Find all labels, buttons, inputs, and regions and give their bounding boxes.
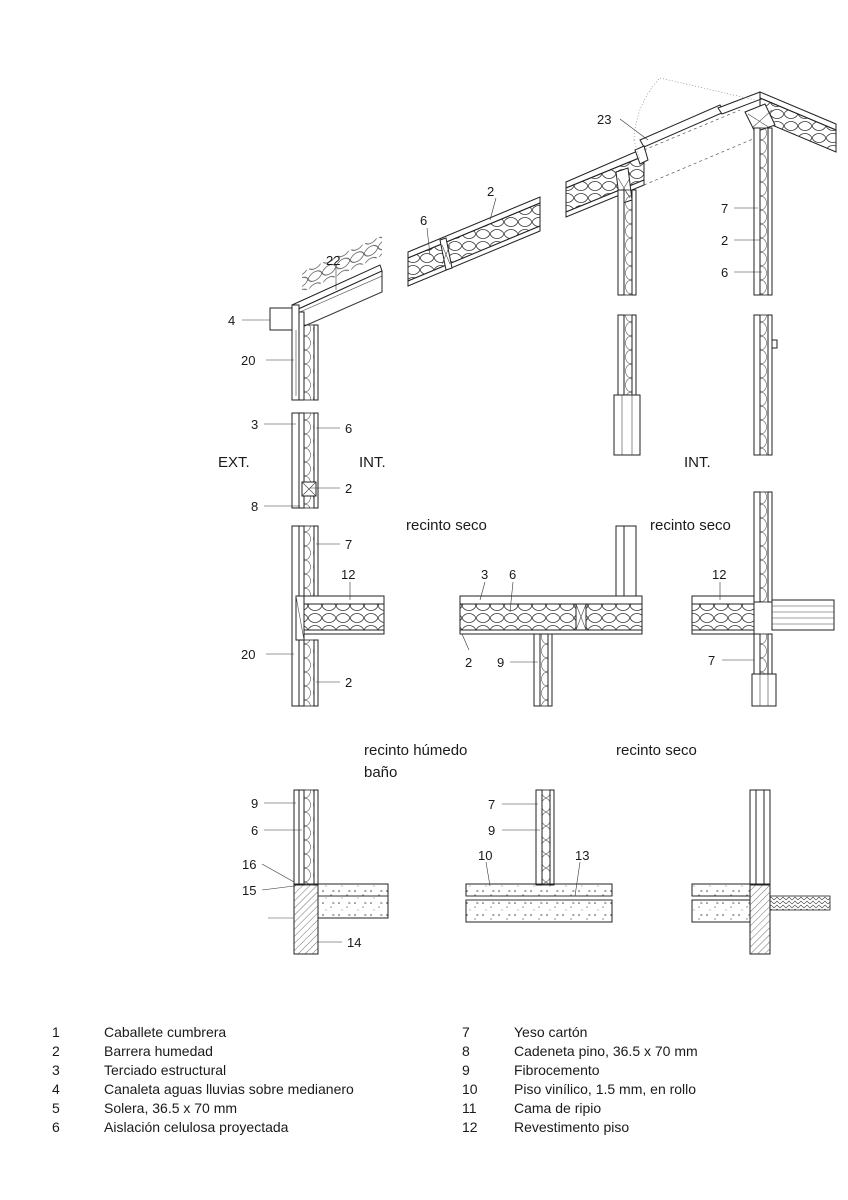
legend-right: 7 Yeso cartón 8 Cadeneta pino, 36.5 x 70 m… xyxy=(462,1023,822,1137)
callout-2: 2 xyxy=(487,184,494,199)
legend-number: 10 xyxy=(462,1081,478,1097)
legend-number: 8 xyxy=(462,1043,470,1059)
callout-20: 20 xyxy=(241,353,255,368)
legend-item: 2 Barrera humedad xyxy=(52,1042,432,1061)
callout-2: 2 xyxy=(345,675,352,690)
legend-number: 11 xyxy=(462,1100,477,1116)
legend-left: 1 Caballete cumbrera 2 Barrera humedad 3 Te… xyxy=(52,1023,432,1137)
interior-wall-lower xyxy=(613,314,778,456)
callout-12: 12 xyxy=(341,567,355,582)
callout-20: 20 xyxy=(241,647,255,662)
legend-text: Canaleta aguas lluvias sobre medianero xyxy=(104,1081,354,1097)
callout-9: 9 xyxy=(251,796,258,811)
callout-9: 9 xyxy=(497,655,504,670)
callout-8: 8 xyxy=(251,499,258,514)
construction-detail-drawing: 23 2 6 22 4 20 7 2 6 3 6 8 2 7 12 20 2 3… xyxy=(218,77,837,955)
callout-4: 4 xyxy=(228,313,235,328)
legend-number: 5 xyxy=(52,1100,60,1116)
legend-item: 6 Aislación celulosa proyectada xyxy=(52,1118,432,1137)
callout-2: 2 xyxy=(345,481,352,496)
floor-junction-right xyxy=(691,491,835,707)
legend-text: Fibrocemento xyxy=(514,1062,600,1078)
legend-text: Caballete cumbrera xyxy=(104,1024,227,1040)
zone-recinto-seco-2: recinto seco xyxy=(650,517,731,534)
callout-2: 2 xyxy=(465,655,472,670)
callout-7: 7 xyxy=(488,797,495,812)
legend-item: 9 Fibrocemento xyxy=(462,1061,822,1080)
callout-14: 14 xyxy=(347,935,361,950)
callout-23: 23 xyxy=(597,112,611,127)
zone-interior-left: INT. xyxy=(359,454,386,471)
interior-floor-junction-dry xyxy=(459,525,643,707)
roof-ridge-detail xyxy=(565,77,837,296)
legend-number: 9 xyxy=(462,1062,470,1078)
callout-3: 3 xyxy=(251,417,258,432)
callout-22: 22 xyxy=(326,253,340,268)
legend-item: 10 Piso vinílico, 1.5 mm, en rollo xyxy=(462,1080,822,1099)
legend-number: 4 xyxy=(52,1081,60,1097)
foundation-wet-room xyxy=(268,789,389,955)
legend-number: 7 xyxy=(462,1024,470,1040)
legend-item: 11 Cama de ripio xyxy=(462,1099,822,1118)
legend-number: 3 xyxy=(52,1062,60,1078)
zone-interior-right: INT. xyxy=(684,454,711,471)
legend-item: 12 Revestimento piso xyxy=(462,1118,822,1137)
foundation-right xyxy=(691,789,831,955)
legend-item: 4 Canaleta aguas lluvias sobre medianero xyxy=(52,1080,432,1099)
legend-text: Piso vinílico, 1.5 mm, en rollo xyxy=(514,1081,697,1097)
zone-recinto-humedo: recinto húmedo xyxy=(364,742,467,759)
legend-item: 8 Cadeneta pino, 36.5 x 70 mm xyxy=(462,1042,822,1061)
legend-number: 6 xyxy=(52,1119,60,1135)
legend-item: 3 Terciado estructural xyxy=(52,1061,432,1080)
zone-exterior: EXT. xyxy=(218,454,250,471)
legend-number: 1 xyxy=(52,1024,60,1040)
callout-10: 10 xyxy=(478,848,492,863)
legend-text: Yeso cartón xyxy=(514,1024,588,1040)
callout-6: 6 xyxy=(420,213,427,228)
legend-text: Cama de ripio xyxy=(514,1100,602,1116)
callout-13: 13 xyxy=(575,848,589,863)
legend-text: Terciado estructural xyxy=(104,1062,227,1078)
callout-7: 7 xyxy=(708,653,715,668)
legend-text: Aislación celulosa proyectada xyxy=(104,1119,289,1135)
legend-text: Barrera humedad xyxy=(104,1043,213,1059)
legend-item: 7 Yeso cartón xyxy=(462,1023,822,1042)
callout-6: 6 xyxy=(251,823,258,838)
leader-lines xyxy=(242,118,762,943)
callout-15: 15 xyxy=(242,883,256,898)
callout-numbers: 23 2 6 22 4 20 7 2 6 3 6 8 2 7 12 20 2 3… xyxy=(228,112,728,950)
legend-text: Solera, 36.5 x 70 mm xyxy=(104,1100,238,1116)
callout-7: 7 xyxy=(721,201,728,216)
zone-recinto-seco-1: recinto seco xyxy=(406,517,487,534)
callout-3: 3 xyxy=(481,567,488,582)
exterior-wall-section xyxy=(291,412,319,509)
zone-recinto-seco-3: recinto seco xyxy=(616,742,697,759)
callout-6: 6 xyxy=(345,421,352,436)
legend-text: Cadeneta pino, 36.5 x 70 mm xyxy=(514,1043,698,1059)
roof-eave-detail xyxy=(269,235,383,401)
callout-2: 2 xyxy=(721,233,728,248)
legend-number: 12 xyxy=(462,1119,478,1135)
legend-item: 5 Solera, 36.5 x 70 mm xyxy=(52,1099,432,1118)
legend-item: 1 Caballete cumbrera xyxy=(52,1023,432,1042)
roof-slope-detail xyxy=(407,196,541,287)
callout-6: 6 xyxy=(721,265,728,280)
legend-text: Revestimento piso xyxy=(514,1119,630,1135)
zone-bano: baño xyxy=(364,764,397,781)
callout-9: 9 xyxy=(488,823,495,838)
callout-16: 16 xyxy=(242,857,256,872)
callout-7: 7 xyxy=(345,537,352,552)
legend-number: 2 xyxy=(52,1043,60,1059)
exterior-floor-junction xyxy=(291,525,385,707)
zone-labels: EXT. INT. INT. recinto seco recinto seco… xyxy=(218,454,731,781)
gutter-canaleta xyxy=(269,307,293,331)
callout-12: 12 xyxy=(712,567,726,582)
callout-6: 6 xyxy=(509,567,516,582)
